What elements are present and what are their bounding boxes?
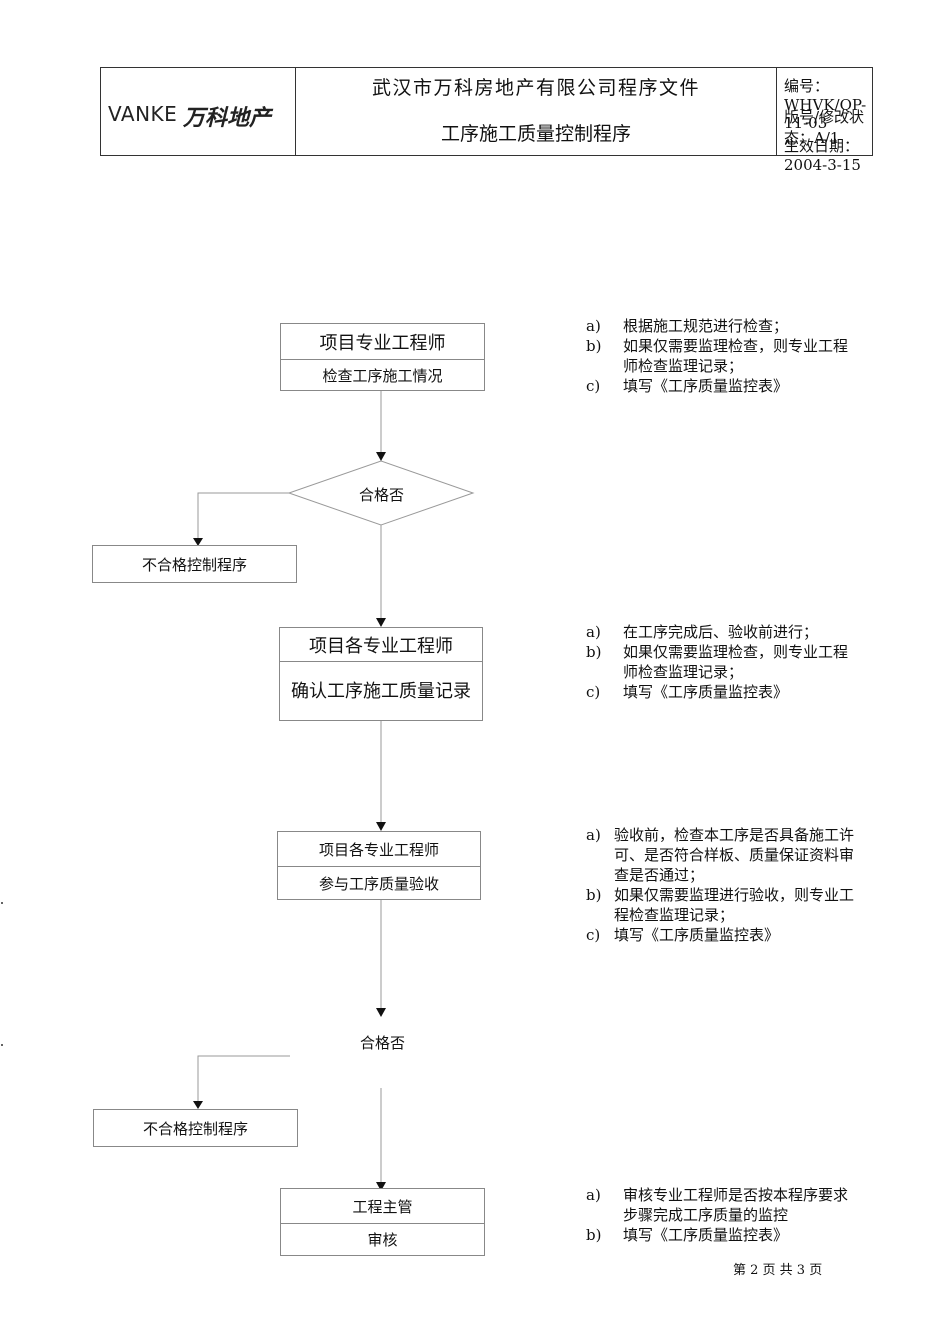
note-marker: a) [586, 1186, 601, 1204]
arrowhead-1 [376, 452, 386, 461]
note-marker: b) [586, 1226, 602, 1244]
note-marker: a) [586, 317, 601, 335]
note-item: b) 填写《工序质量监控表》 [586, 1225, 860, 1245]
document-header: VANKE 万科地产 武汉市万科房地产有限公司程序文件 工序施工质量控制程序 编… [100, 67, 873, 174]
step1-role: 项目专业工程师 [319, 332, 446, 354]
note-text: 填写《工序质量监控表》 [623, 1226, 789, 1244]
connector-decision2-fail2 [197, 1055, 290, 1101]
logo-chinese-text: 万科地产 [183, 106, 272, 131]
note-item: a) 验收前，检查本工序是否具备施工许可、是否符合样板、质量保证资料审查是否通过； [586, 825, 861, 885]
note-text: 填写《工序质量监控表》 [614, 926, 780, 944]
note-marker: c) [586, 683, 601, 701]
note-marker: b) [586, 337, 602, 355]
decision1-label: 合格否 [359, 486, 405, 504]
notes-step1: a)根据施工规范进行检查； b)如果仅需要监理检查，则专业工程师检查监理记录； … [586, 316, 860, 396]
step4-role: 工程主管 [352, 1197, 413, 1216]
arrowhead-4 [376, 822, 386, 831]
note-item: c) 填写《工序质量监控表》 [586, 682, 860, 702]
note-marker: c) [586, 377, 601, 395]
note-marker: b) [586, 643, 602, 661]
procedure-title: 工序施工质量控制程序 [440, 123, 631, 145]
connector-decision1-fail1 [197, 492, 289, 538]
note-item: b) 如果仅需要监理进行验收，则专业工程检查监理记录； [586, 885, 861, 925]
step3-action: 参与工序质量验收 [278, 866, 480, 899]
note-item: b) 如果仅需要监理检查，则专业工程师检查监理记录； [586, 336, 860, 376]
notes-step4: a) 审核专业工程师是否按本程序要求步骤完成工序质量的监控 b) 填写《工序质量监控… [586, 1185, 860, 1245]
note-marker: a) [586, 826, 601, 844]
note-text: 审核专业工程师是否按本程序要求步骤完成工序质量的监控 [623, 1186, 849, 1224]
notes-step3: a) 验收前，检查本工序是否具备施工许可、是否符合样板、质量保证资料审查是否通过；… [586, 825, 861, 945]
step2-role: 项目各专业工程师 [309, 635, 453, 657]
note-item: c) 填写《工序质量监控表》 [586, 376, 860, 396]
arrowhead-6 [193, 1101, 203, 1109]
note-marker: b) [586, 886, 602, 904]
version-status: 版号/修改状态：A/1 [784, 108, 865, 147]
note-text: 填写《工序质量监控表》 [623, 377, 789, 395]
note-item: a) 根据施工规范进行检查； [586, 316, 860, 336]
note-text: 根据施工规范进行检查； [623, 317, 789, 335]
note-marker: c) [586, 926, 601, 944]
note-text: 如果仅需要监理进行验收，则专业工程检查监理记录； [614, 886, 855, 924]
arrowhead-5 [376, 1008, 386, 1017]
note-text: 填写《工序质量监控表》 [623, 683, 789, 701]
document-meta: 编号：WHVK/QP-11-03 版号/修改状态：A/1 生效日期：2004-3… [777, 68, 872, 174]
step4-box: 工程主管 审核 [280, 1188, 485, 1256]
note-text: 在工序完成后、验收前进行； [623, 623, 819, 641]
decision2-label: 合格否 [360, 1034, 406, 1052]
step3-box: 项目各专业工程师 参与工序质量验收 [277, 831, 481, 900]
step3-role: 项目各专业工程师 [318, 840, 439, 859]
note-item: c) 填写《工序质量监控表》 [586, 925, 861, 945]
notes-step2: a) 在工序完成后、验收前进行； b) 如果仅需要监理检查，则专业工程师检查监理记录… [586, 622, 860, 702]
note-text: 如果仅需要监理检查，则专业工程师检查监理记录； [623, 337, 849, 375]
title-cell: 武汉市万科房地产有限公司程序文件 工序施工质量控制程序 [296, 68, 777, 155]
page-number: 第 2 页 共 3 页 [733, 1263, 823, 1278]
step2-action: 确认工序施工质量记录 [280, 661, 482, 720]
step4-action: 审核 [281, 1223, 484, 1255]
fail2-box: 不合格控制程序 [93, 1109, 298, 1147]
note-text: 如果仅需要监理检查，则专业工程师检查监理记录； [623, 643, 849, 681]
note-text: 验收前，检查本工序是否具备施工许可、是否符合样板、质量保证资料审查是否通过； [614, 826, 855, 884]
fail1-box: 不合格控制程序 [92, 545, 297, 583]
company-logo: VANKE 万科地产 [101, 68, 296, 155]
logo-latin-text: VANKE [108, 102, 178, 126]
margin-mark-1 [1, 902, 3, 904]
note-item: b) 如果仅需要监理检查，则专业工程师检查监理记录； [586, 642, 860, 682]
doc-number: 编号：WHVK/QP-11-03 [784, 77, 867, 132]
arrowhead-2 [193, 538, 203, 546]
margin-mark-2 [1, 1044, 3, 1046]
step1-action: 检查工序施工情况 [281, 359, 484, 390]
arrowhead-7 [376, 1182, 386, 1191]
note-item: a) 审核专业工程师是否按本程序要求步骤完成工序质量的监控 [586, 1185, 860, 1225]
company-document-title: 武汉市万科房地产有限公司程序文件 [371, 77, 700, 99]
effective-date: 生效日期：2004-3-15 [784, 137, 861, 174]
step2-box: 项目各专业工程师 确认工序施工质量记录 [279, 627, 483, 721]
note-marker: a) [586, 623, 601, 641]
step1-box: 项目专业工程师 检查工序施工情况 [280, 323, 485, 391]
note-item: a) 在工序完成后、验收前进行； [586, 622, 860, 642]
arrowhead-3 [376, 618, 386, 627]
